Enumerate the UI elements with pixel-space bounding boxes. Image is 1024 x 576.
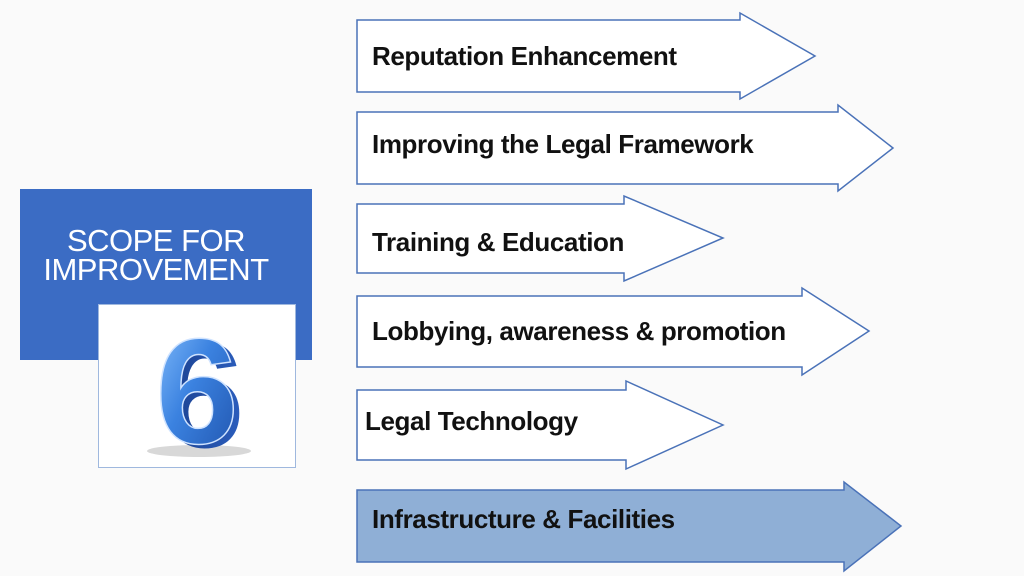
svg-text:6: 6 <box>161 311 244 469</box>
arrow-shape <box>356 11 817 101</box>
slide-title: SCOPE FOR IMPROVEMENT <box>20 223 292 287</box>
number-six: 6 <box>155 307 238 469</box>
title-line-1: SCOPE FOR <box>66 223 246 258</box>
arrow-label: Reputation Enhancement <box>372 41 677 71</box>
arrow-shape <box>356 379 725 471</box>
title-line-2: IMPROVEMENT <box>43 252 269 287</box>
arrow-shape <box>356 103 895 193</box>
arrow-shape <box>356 194 725 283</box>
arrow-label: Infrastructure & Facilities <box>372 504 675 534</box>
arrow-label: Lobbying, awareness & promotion <box>372 316 786 346</box>
number-six-image: 6 6 <box>98 304 296 469</box>
arrow-label: Improving the Legal Framework <box>372 129 754 159</box>
arrow-shape <box>356 480 903 573</box>
arrow-label: Legal Technology <box>365 406 578 436</box>
arrow-shape <box>356 286 871 377</box>
arrow-label: Training & Education <box>372 227 625 257</box>
